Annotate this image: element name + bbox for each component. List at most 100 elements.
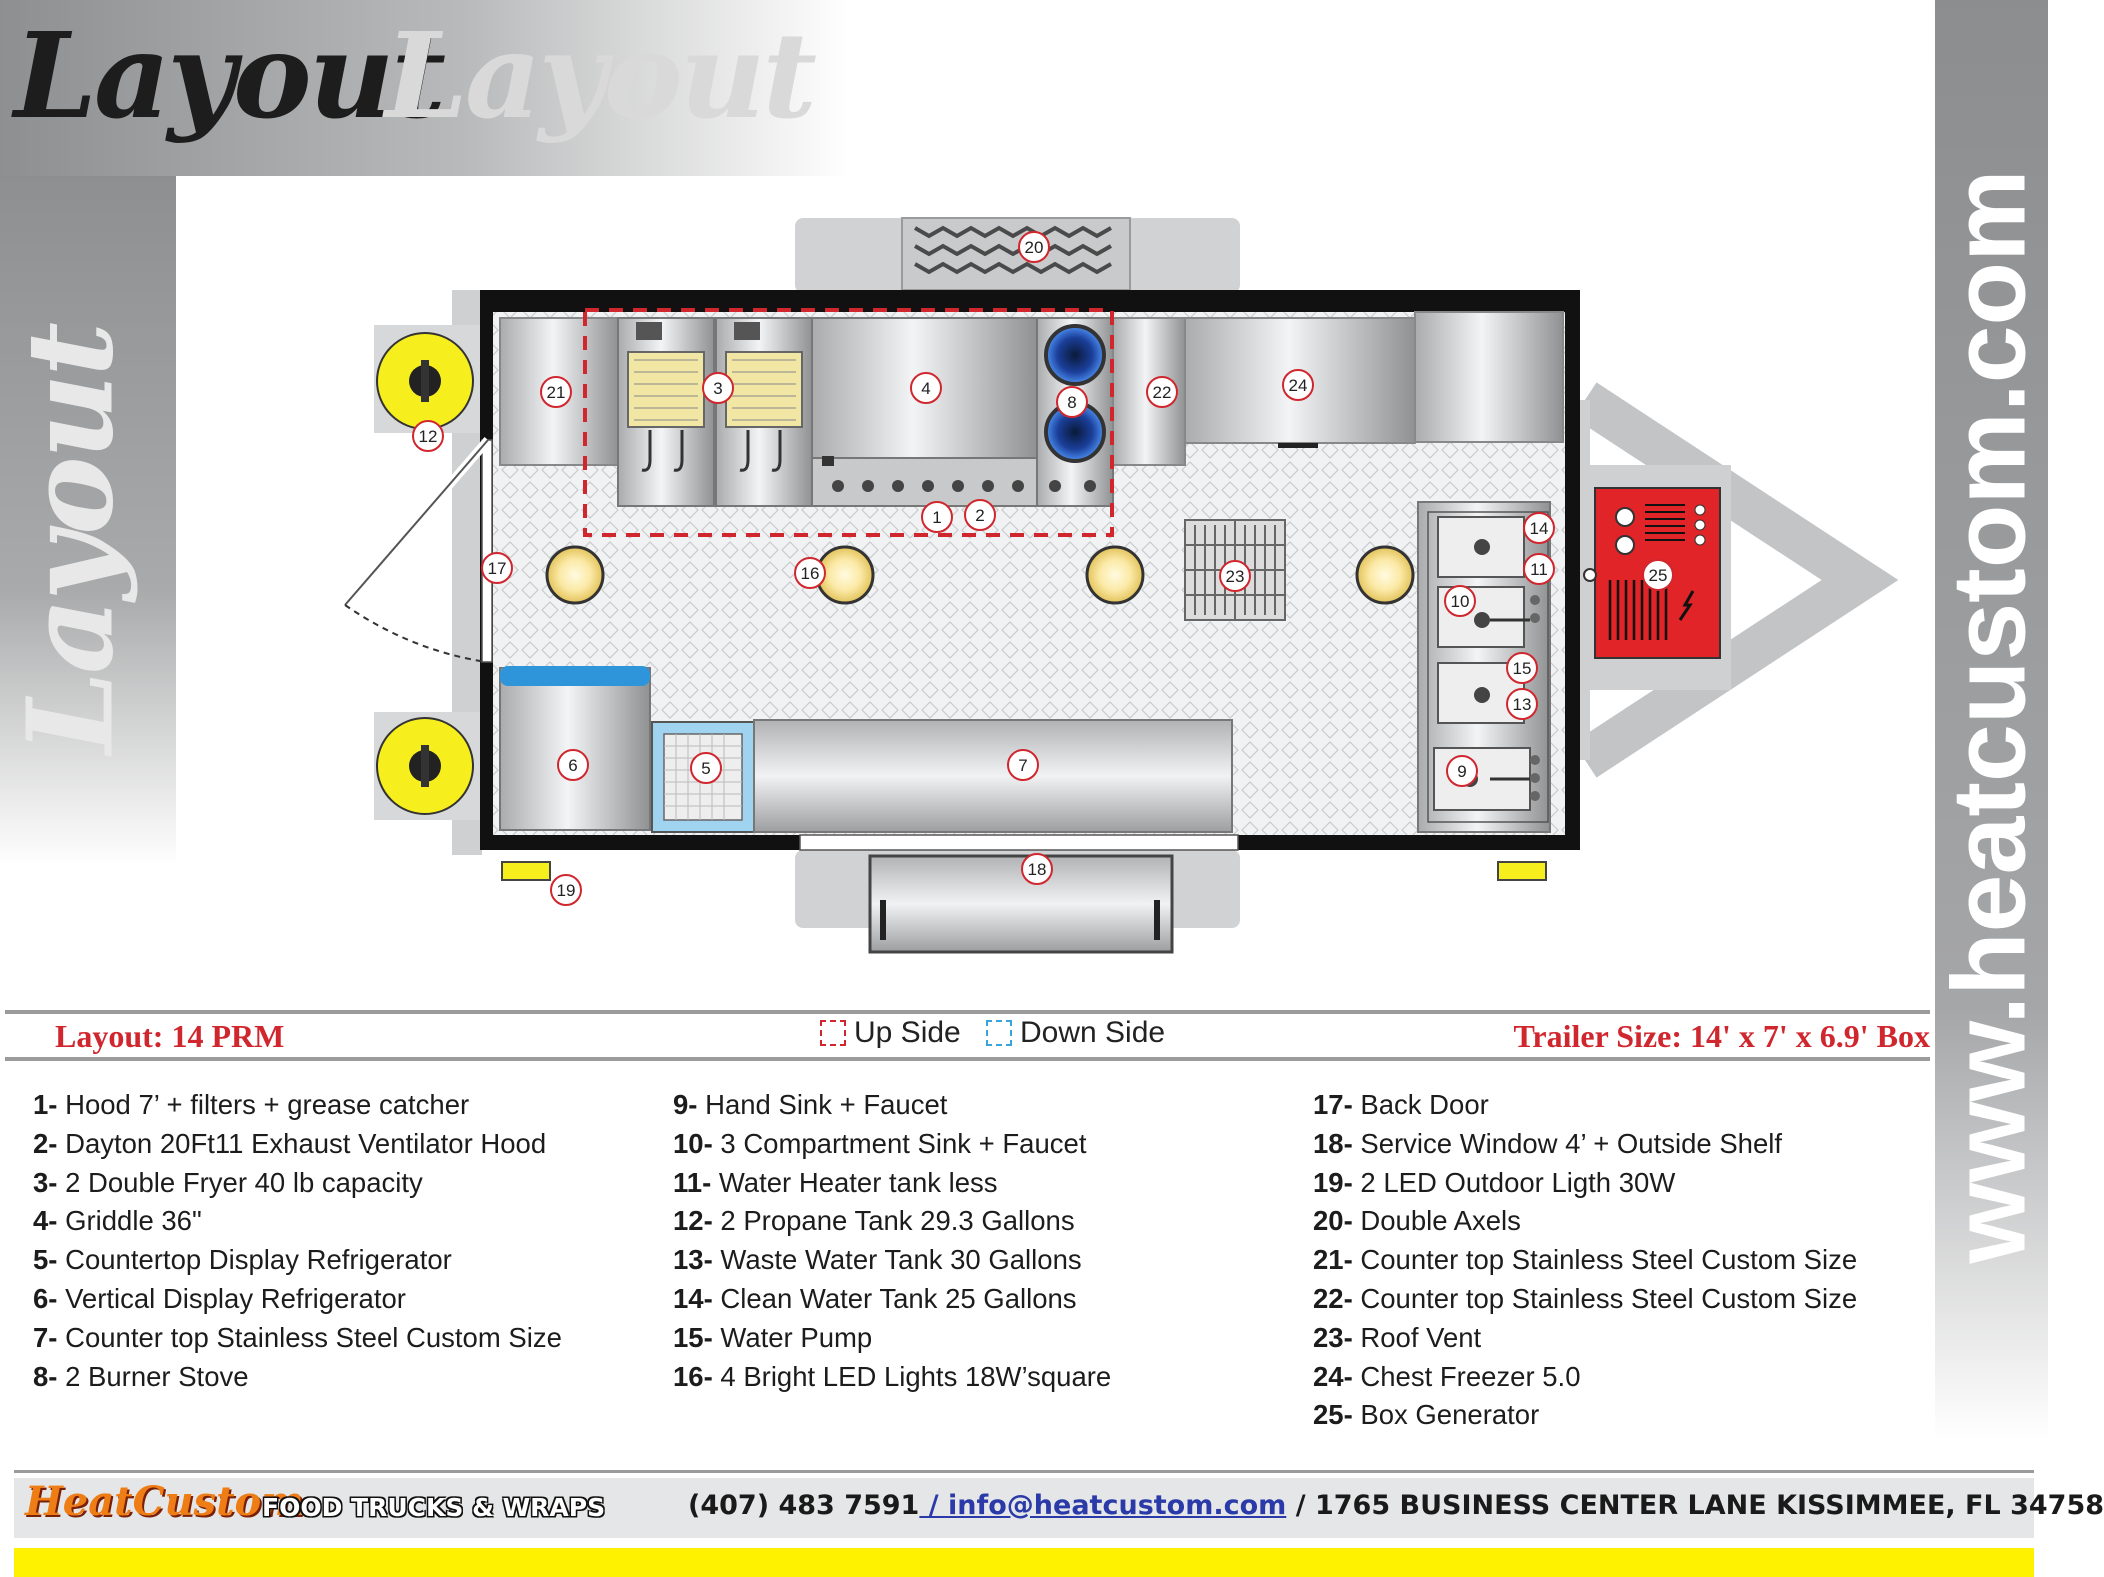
marker-circle-18 <box>1021 853 1053 885</box>
marker-circle-2 <box>964 499 996 531</box>
list-item: 6- Vertical Display Refrigerator <box>33 1282 406 1314</box>
marker-label-23: 23 <box>1226 567 1245 586</box>
vertical-refrigerator <box>499 667 651 831</box>
marker-label-22: 22 <box>1153 383 1172 402</box>
marker-label-4: 4 <box>921 379 930 398</box>
marker-label-12: 12 <box>419 427 438 446</box>
list-item: 12- 2 Propane Tank 29.3 Gallons <box>673 1205 1075 1237</box>
phone-number: (407) 483 7591 <box>688 1490 920 1521</box>
layout-name: Layout: 14 PRM <box>55 1018 285 1054</box>
marker-label-20: 20 <box>1025 238 1044 257</box>
vertical-website-url: www.heatcustom.com <box>1931 169 2048 1264</box>
list-item: 10- 3 Compartment Sink + Faucet <box>673 1127 1087 1159</box>
marker-circle-24 <box>1282 369 1314 401</box>
marker-label-11: 11 <box>1530 560 1548 579</box>
counter-7 <box>753 719 1233 833</box>
marker-label-25: 25 <box>1649 566 1668 585</box>
footer-yellow-bar <box>14 1548 2034 1577</box>
marker-label-13: 13 <box>1513 695 1532 714</box>
marker-circle-25 <box>1642 559 1674 591</box>
footer-divider <box>14 1470 2034 1473</box>
legend-down-side: Down Side <box>986 1016 1165 1050</box>
back-door-swing <box>344 604 487 663</box>
brand-logo: HeatCustom <box>25 1478 304 1525</box>
marker-label-3: 3 <box>713 379 722 398</box>
item-list-col-3: 17- Back Door 18- Service Window 4’ + Ou… <box>1313 1086 1857 1435</box>
list-item: 22- Counter top Stainless Steel Custom S… <box>1313 1282 1858 1314</box>
list-item: 8- 2 Burner Stove <box>33 1360 249 1392</box>
marker-label-7: 7 <box>1018 756 1027 775</box>
list-item: 15- Water Pump <box>673 1321 873 1353</box>
list-item: 20- Double Axels <box>1313 1205 1521 1237</box>
marker-circle-22 <box>1146 376 1178 408</box>
marker-label-10: 10 <box>1451 592 1470 611</box>
header-title-light: Layout <box>385 6 817 145</box>
legend-down-swatch <box>986 1020 1012 1046</box>
list-item: 24- Chest Freezer 5.0 <box>1313 1360 1581 1392</box>
led-lights <box>545 545 1415 605</box>
list-item: 21- Counter top Stainless Steel Custom S… <box>1313 1244 1858 1276</box>
list-item: 25- Box Generator <box>1313 1399 1540 1431</box>
double-fryer <box>617 317 813 507</box>
marker-circle-11 <box>1523 553 1555 585</box>
marker-label-15: 15 <box>1513 659 1532 678</box>
marker-label-9: 9 <box>1457 762 1466 781</box>
legend-up-side: Up Side <box>820 1016 961 1050</box>
list-item: 19- 2 LED Outdoor Ligth 30W <box>1313 1166 1676 1198</box>
email-link[interactable]: info@heatcustom.com <box>948 1490 1287 1521</box>
list-item: 3- 2 Double Fryer 40 lb capacity <box>33 1166 423 1198</box>
list-item: 18- Service Window 4’ + Outside Shelf <box>1313 1127 1782 1159</box>
list-item: 16- 4 Bright LED Lights 18W’square <box>673 1360 1112 1392</box>
marker-label-1: 1 <box>932 508 941 527</box>
marker-circle-10 <box>1444 585 1476 617</box>
list-item: 11- Water Heater tank less <box>673 1166 998 1198</box>
contact-line: (407) 483 7591 / info@heatcustom.com / 1… <box>688 1490 2104 1521</box>
marker-label-24: 24 <box>1289 376 1308 395</box>
marker-circle-16 <box>794 557 826 589</box>
list-item: 4- Griddle 36" <box>33 1205 202 1237</box>
marker-circle-7 <box>1007 749 1039 781</box>
marker-circle-15 <box>1506 652 1538 684</box>
hood-outline <box>583 308 1114 537</box>
brand-tagline: FOOD TRUCKS & WRAPS <box>262 1493 606 1522</box>
item-list-col-1: 1- Hood 7’ + filters + grease catcher 2-… <box>33 1086 562 1396</box>
marker-circle-12 <box>412 420 444 452</box>
separator: / <box>1286 1490 1315 1521</box>
marker-circle-20 <box>1018 231 1050 263</box>
service-window-shelf <box>868 854 1174 954</box>
right-side-band <box>1935 0 2048 1440</box>
marker-label-6: 6 <box>568 756 577 775</box>
legend-up-label: Up Side <box>854 1016 961 1049</box>
list-item: 14- Clean Water Tank 25 Gallons <box>673 1282 1077 1314</box>
separator: / <box>919 1490 949 1521</box>
list-item: 7- Counter top Stainless Steel Custom Si… <box>33 1321 562 1353</box>
list-item: 23- Roof Vent <box>1313 1321 1482 1353</box>
divider-bottom <box>5 1057 1930 1061</box>
trailer-size: Trailer Size: 14' x 7' x 6.9' Box <box>1513 1018 1930 1054</box>
marker-label-14: 14 <box>1530 519 1549 538</box>
marker-label-8: 8 <box>1067 393 1076 412</box>
header-title-dark: Layout <box>14 6 446 145</box>
list-item: 5- Countertop Display Refrigerator <box>33 1244 452 1276</box>
marker-label-2: 2 <box>975 506 984 525</box>
propane-tanks <box>374 325 480 820</box>
trailer-floorplan: 1234567891011121314151617181920212223242… <box>344 217 1899 954</box>
outdoor-led-left <box>501 861 551 881</box>
marker-label-17: 17 <box>488 559 507 578</box>
marker-circle-1 <box>921 501 953 533</box>
marker-circle-19 <box>550 874 582 906</box>
header-background <box>0 0 850 176</box>
marker-circle-8 <box>1056 386 1088 418</box>
list-item: 2- Dayton 20Ft11 Exhaust Ventilator Hood <box>33 1127 547 1159</box>
divider-top <box>5 1010 1930 1014</box>
marker-circle-21 <box>540 376 572 408</box>
marker-label-21: 21 <box>547 383 566 402</box>
marker-circle-14 <box>1523 512 1555 544</box>
marker-circle-17 <box>481 552 513 584</box>
marker-label-18: 18 <box>1028 860 1047 879</box>
legend-up-swatch <box>820 1020 846 1046</box>
list-item: 9- Hand Sink + Faucet <box>673 1089 948 1120</box>
outdoor-led-right <box>1497 861 1547 881</box>
marker-label-19: 19 <box>557 881 576 900</box>
